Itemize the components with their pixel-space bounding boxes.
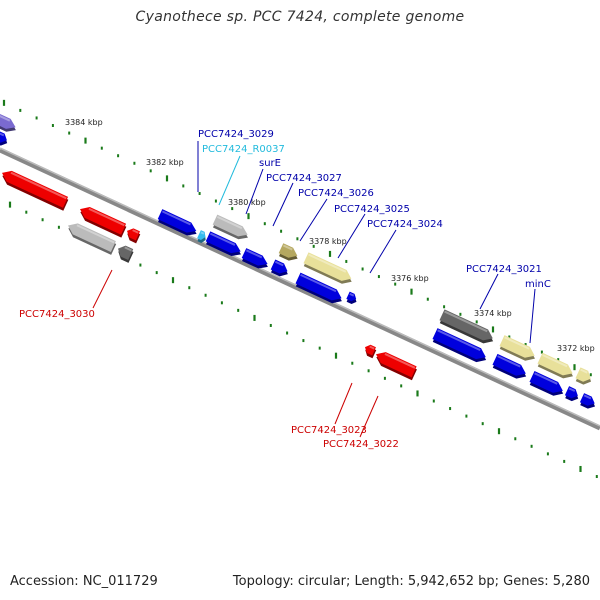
label-surE: surE [259, 158, 281, 169]
leader-3023 [334, 382, 353, 425]
gene-labels: PCC7424_3029 PCC7424_R0037 surE PCC7424_… [19, 129, 551, 450]
gene-block-khaki-c [537, 352, 573, 379]
gene-block-3025 [295, 272, 342, 304]
label-r0037: PCC7424_R0037 [202, 144, 285, 155]
gene-block-red-1 [2, 170, 69, 211]
gene-block-olive [278, 243, 298, 261]
gene-block-3022 [376, 352, 417, 381]
leader-3024 [369, 229, 397, 274]
leader-surE [245, 168, 264, 215]
tick-label-3372: 3372 kbp [557, 344, 595, 353]
tick-marks-outer [2, 99, 592, 377]
gene-block-khaki-b [499, 335, 535, 361]
gene-block-r0037 [197, 230, 206, 243]
gene-block-3029 [157, 209, 197, 236]
gene-block-minC [492, 353, 527, 379]
leader-r0037 [218, 155, 241, 206]
gene-block-3023 [365, 344, 377, 359]
leader-3030 [92, 269, 113, 309]
gene-block-3027 [241, 248, 268, 269]
gene-block-3024 [346, 291, 357, 305]
label-3024: PCC7424_3024 [367, 219, 443, 230]
leader-3027 [272, 182, 294, 227]
label-3022: PCC7424_3022 [323, 439, 399, 450]
gene-block-khaki-a [303, 252, 352, 284]
label-minC: minC [525, 279, 551, 290]
gene-block-red-2 [80, 206, 127, 238]
gene-block-3026 [270, 259, 288, 277]
label-3027: PCC7424_3027 [266, 173, 342, 184]
gene-block-gray-3030 [68, 223, 117, 255]
leader-3025 [337, 213, 366, 259]
tick-label-3376: 3376 kbp [391, 274, 429, 283]
gene-block-purple [0, 111, 16, 132]
gene-block-3021 [432, 328, 487, 363]
label-3029: PCC7424_3029 [198, 129, 274, 140]
label-3021: PCC7424_3021 [466, 264, 542, 275]
gene-block-edge [0, 130, 8, 146]
label-3026: PCC7424_3026 [298, 188, 374, 199]
gene-block-blue-d [564, 386, 579, 402]
label-leaders [92, 141, 536, 438]
gene-block-red-3 [127, 228, 141, 244]
tick-labels: 3384 kbp 3382 kbp 3380 kbp 3378 kbp 3376… [65, 118, 595, 353]
map-title: Cyanothece sp. PCC 7424, complete genome [135, 9, 465, 25]
accession-text: Accession: NC_011729 [10, 574, 158, 589]
tick-label-3384: 3384 kbp [65, 118, 103, 127]
gene-block-khaki-d [575, 367, 592, 385]
tick-label-3378: 3378 kbp [309, 237, 347, 246]
leader-3026 [299, 198, 328, 242]
gene-block-blue-e [579, 393, 596, 409]
label-3023: PCC7424_3023 [291, 425, 367, 436]
tick-label-3382: 3382 kbp [146, 158, 184, 167]
topology-summary: Topology: circular; Length: 5,942,652 bp… [232, 574, 590, 589]
leader-minC [529, 288, 536, 344]
gene-block-dark-b [439, 309, 494, 344]
gene-block-blue-c [529, 371, 564, 396]
tick-label-3374: 3374 kbp [474, 309, 512, 318]
gene-block-surE [205, 231, 241, 257]
gene-block-gray-a [212, 214, 248, 240]
tick-label-3380: 3380 kbp [228, 198, 266, 207]
label-3025: PCC7424_3025 [334, 204, 410, 215]
label-3030: PCC7424_3030 [19, 309, 95, 320]
gene-block-dark-3030 [118, 245, 134, 263]
leader-3022 [359, 395, 379, 438]
leader-3021 [479, 273, 499, 310]
